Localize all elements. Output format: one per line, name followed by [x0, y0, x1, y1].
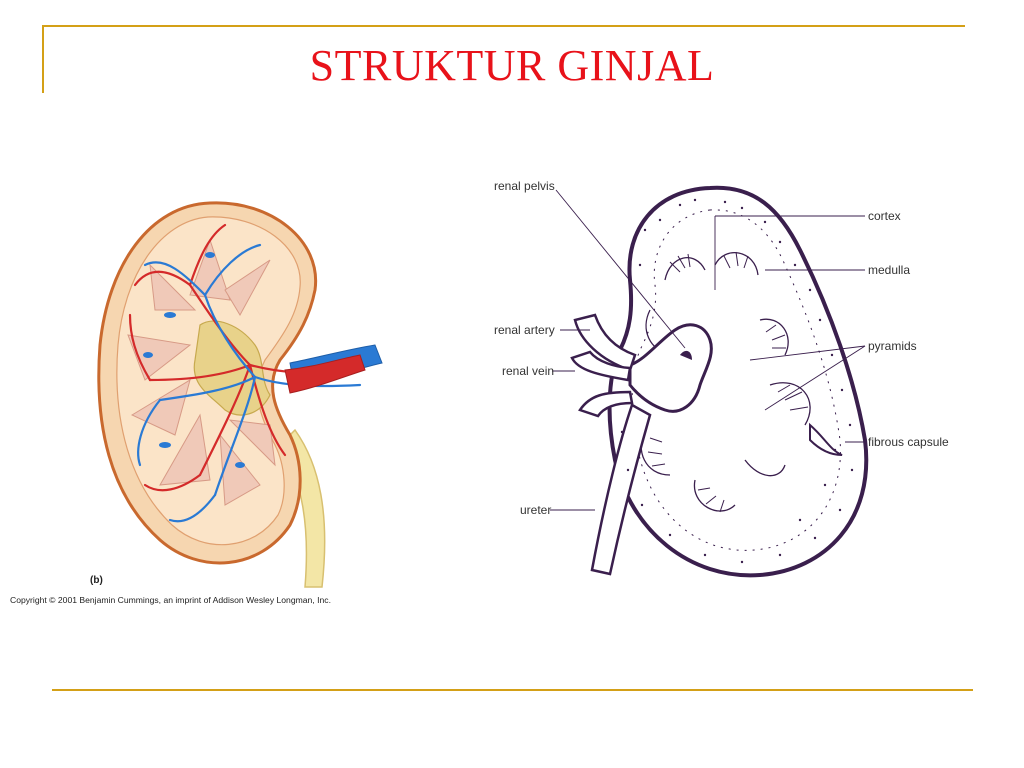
kidney-illustration	[97, 201, 383, 588]
label-renal-artery: renal artery	[494, 323, 555, 337]
label-renal-vein: renal vein	[502, 364, 554, 378]
figure-panel-tag: (b)	[90, 575, 103, 586]
label-pyramids: pyramids	[868, 339, 917, 353]
frame-bottom-line	[52, 689, 973, 691]
frame-top-line	[42, 25, 965, 27]
kidney-labeled-diagram: renal pelvis renal artery renal vein ure…	[494, 179, 949, 578]
copyright-notice: Copyright © 2001 Benjamin Cummings, an i…	[10, 595, 331, 605]
label-ureter: ureter	[520, 503, 551, 517]
slide-title: STRUKTUR GINJAL	[309, 41, 715, 90]
label-fibrous-capsule: fibrous capsule	[868, 435, 949, 449]
label-renal-pelvis: renal pelvis	[494, 179, 555, 193]
label-cortex: cortex	[868, 209, 901, 223]
frame-left-line	[42, 25, 44, 93]
label-medulla: medulla	[868, 263, 910, 277]
